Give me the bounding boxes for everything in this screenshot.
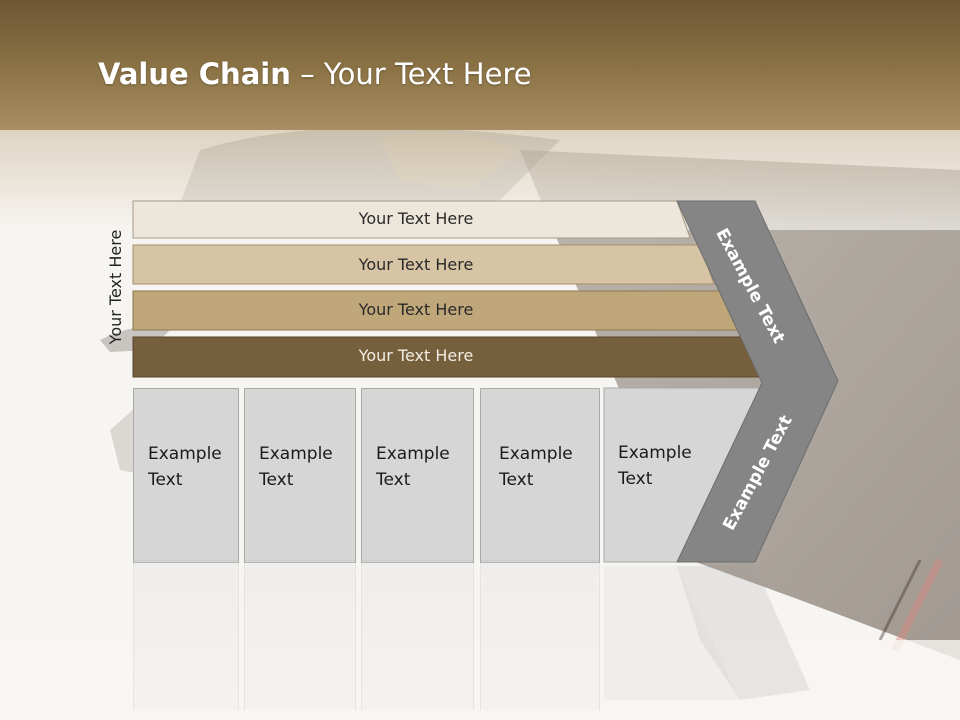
row-label-1: Your Text Here [358,209,474,228]
row-label-4: Your Text Here [358,346,474,365]
value-box-1-reflection [133,560,239,710]
page-title: Value Chain – Your Text Here [98,52,532,96]
value-box-5-line1: Example [618,443,692,463]
value-box-2-line2: Text [259,470,294,490]
value-box-3-line1: Example [376,444,450,464]
box-5-reflection [604,566,740,700]
row-label-2: Your Text Here [358,255,474,274]
row-bar-2 [132,244,715,285]
value-box-4-reflection [480,560,600,710]
value-box-4-line1: Example [499,444,573,464]
value-box-3-reflection [361,560,474,710]
row-label-3: Your Text Here [358,300,474,319]
value-box-5-line2: Text [618,469,653,489]
chevron-reflection [677,566,810,700]
value-box-4-line2: Text [499,470,534,490]
title-rest: – Your Text Here [290,57,532,91]
value-box-2-line1: Example [259,444,333,464]
row-bar-1 [132,200,691,239]
title-bold: Value Chain [98,57,291,91]
value-box-1-line1: Example [148,444,222,464]
value-box-1-line2: Text [148,470,183,490]
value-box-2-reflection [244,560,356,710]
chevron-arrow [676,200,839,563]
value-box-3-line2: Text [376,470,411,490]
